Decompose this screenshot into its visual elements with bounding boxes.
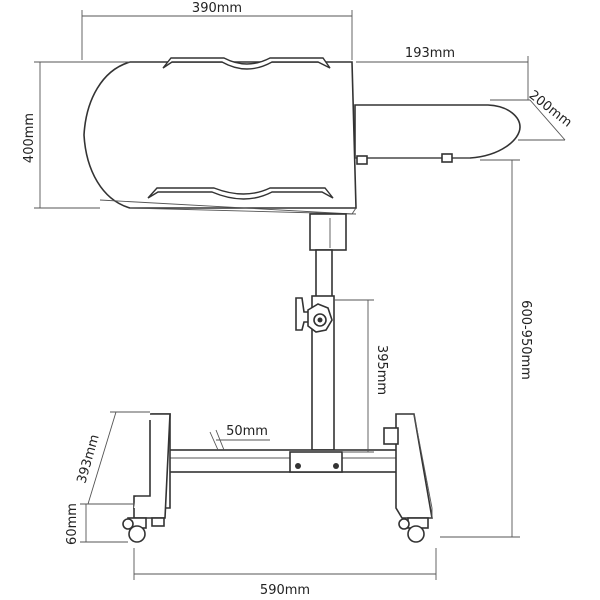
dimension-caster-height: 60mm xyxy=(65,503,128,545)
label-height-range: 600-950mm xyxy=(518,300,533,380)
label-caster-height: 60mm xyxy=(65,503,80,545)
main-tabletop xyxy=(83,61,357,215)
right-rear-caster xyxy=(383,427,399,445)
dimension-base-width: 590mm xyxy=(133,548,437,598)
right-leg xyxy=(395,413,433,519)
bottom-grip-handle xyxy=(147,187,334,200)
left-front-caster xyxy=(122,517,147,543)
label-top-depth: 400mm xyxy=(22,113,37,163)
dimension-top-width: 390mm xyxy=(81,1,353,60)
dimension-top-depth: 400mm xyxy=(22,61,130,209)
base-frame xyxy=(167,449,401,473)
label-base-width: 590mm xyxy=(260,583,310,598)
side-tray xyxy=(354,104,521,165)
label-adjust-travel: 395mm xyxy=(374,345,389,395)
dimension-height-range: 600-950mm xyxy=(440,159,533,538)
left-rear-caster xyxy=(151,517,165,527)
label-tube-width: 50mm xyxy=(226,424,268,439)
dimension-side-tray-length: 193mm xyxy=(356,46,529,100)
top-grip-handle xyxy=(162,57,331,70)
adjustment-knob xyxy=(295,297,333,333)
left-leg xyxy=(133,413,171,519)
label-side-tray-width: 200mm xyxy=(526,88,575,131)
right-front-caster xyxy=(398,517,429,543)
height-column xyxy=(309,213,347,451)
label-side-tray-length: 193mm xyxy=(405,46,455,61)
dimension-adjust-travel: 395mm xyxy=(334,299,389,453)
label-top-width: 390mm xyxy=(192,1,242,16)
label-leg-length: 393mm xyxy=(75,433,103,485)
dimension-tube-width: 50mm xyxy=(209,424,270,451)
